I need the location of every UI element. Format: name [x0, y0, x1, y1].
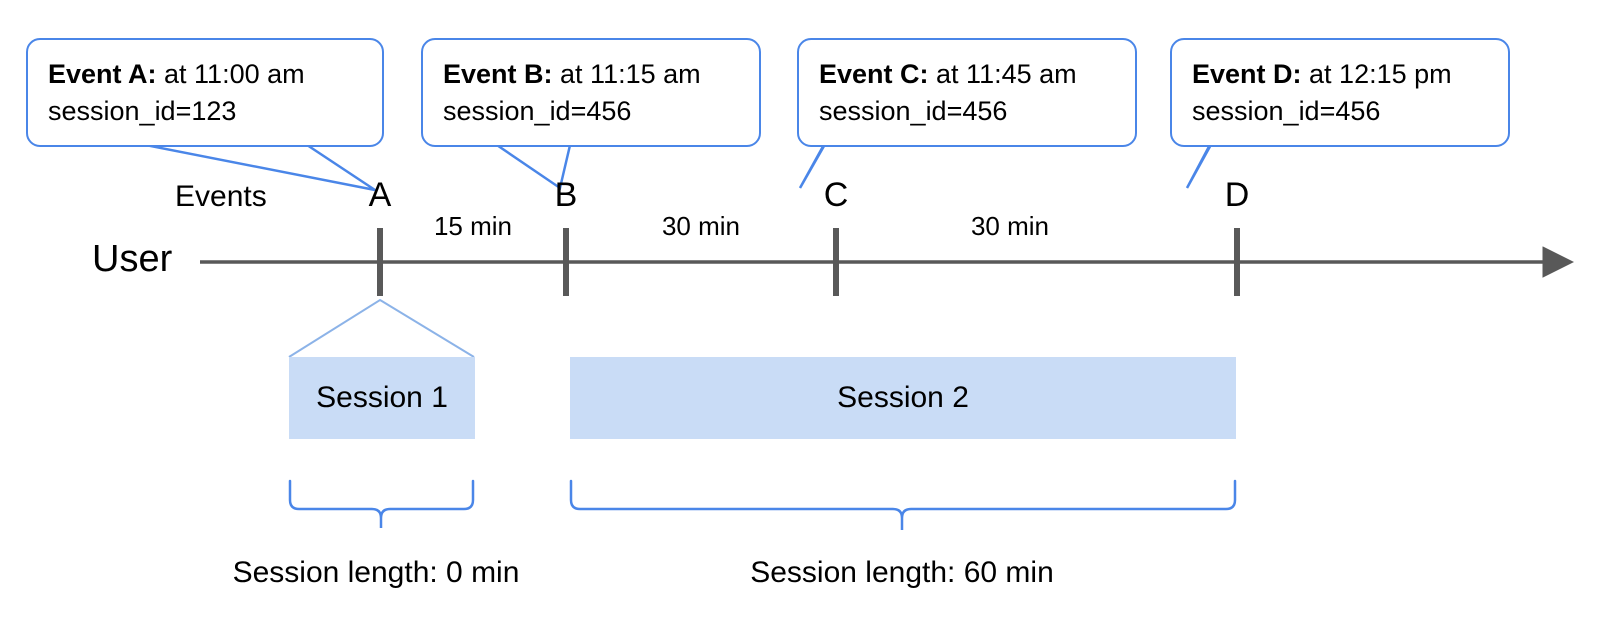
callout-event-c: Event C: at 11:45 am session_id=456 [797, 38, 1137, 147]
event-label-d: D [1224, 176, 1250, 214]
session-block-1: Session 1 [289, 357, 475, 439]
event-label-b: B [554, 176, 578, 214]
gap-label-c-d: 30 min [970, 211, 1050, 241]
gap-label-b-c: 30 min [661, 211, 741, 241]
session-block-2: Session 2 [570, 357, 1236, 439]
event-label-c: C [823, 176, 849, 214]
callout-c-line1: Event C: at 11:45 am [819, 56, 1117, 93]
callout-d-session: session_id=456 [1192, 96, 1381, 127]
callout-event-a: Event A: at 11:00 am session_id=123 [26, 38, 384, 147]
event-label-a: A [368, 176, 392, 214]
session-length-label-1: Session length: 0 min [232, 556, 520, 589]
callout-b-time: at 11:15 am [552, 59, 701, 89]
row-label-events: Events [175, 180, 267, 213]
callout-b-session: session_id=456 [443, 96, 632, 127]
callout-tail-d [1185, 138, 1215, 189]
session-length-label-2: Session length: 60 min [750, 556, 1054, 589]
callout-tail-c [798, 138, 830, 189]
callout-b-line1: Event B: at 11:15 am [443, 56, 741, 93]
gap-label-a-b: 15 min [433, 211, 513, 241]
callout-d-title: Event D: [1192, 59, 1302, 89]
callout-b-title: Event B: [443, 59, 553, 89]
callout-c-title: Event C: [819, 59, 929, 89]
callout-a-title: Event A: [48, 59, 157, 89]
callout-d-line1: Event D: at 12:15 pm [1192, 56, 1490, 93]
session-block-2-label: Session 2 [837, 381, 969, 414]
session2-brace [569, 479, 1237, 530]
row-label-user: User [92, 238, 173, 280]
callout-d-time: at 12:15 pm [1301, 59, 1452, 89]
callout-tail-a [124, 137, 376, 192]
callout-a-time: at 11:00 am [156, 59, 305, 89]
callout-a-session: session_id=123 [48, 96, 237, 127]
callout-c-session: session_id=456 [819, 96, 1008, 127]
callout-event-d: Event D: at 12:15 pm session_id=456 [1170, 38, 1510, 147]
session1-leader-lines [288, 298, 475, 358]
session1-brace [288, 479, 475, 528]
callout-a-line1: Event A: at 11:00 am [48, 56, 364, 93]
callout-event-b: Event B: at 11:15 am session_id=456 [421, 38, 761, 147]
callout-tail-b [487, 137, 573, 191]
callout-c-time: at 11:45 am [928, 59, 1077, 89]
session-block-1-label: Session 1 [316, 381, 448, 414]
